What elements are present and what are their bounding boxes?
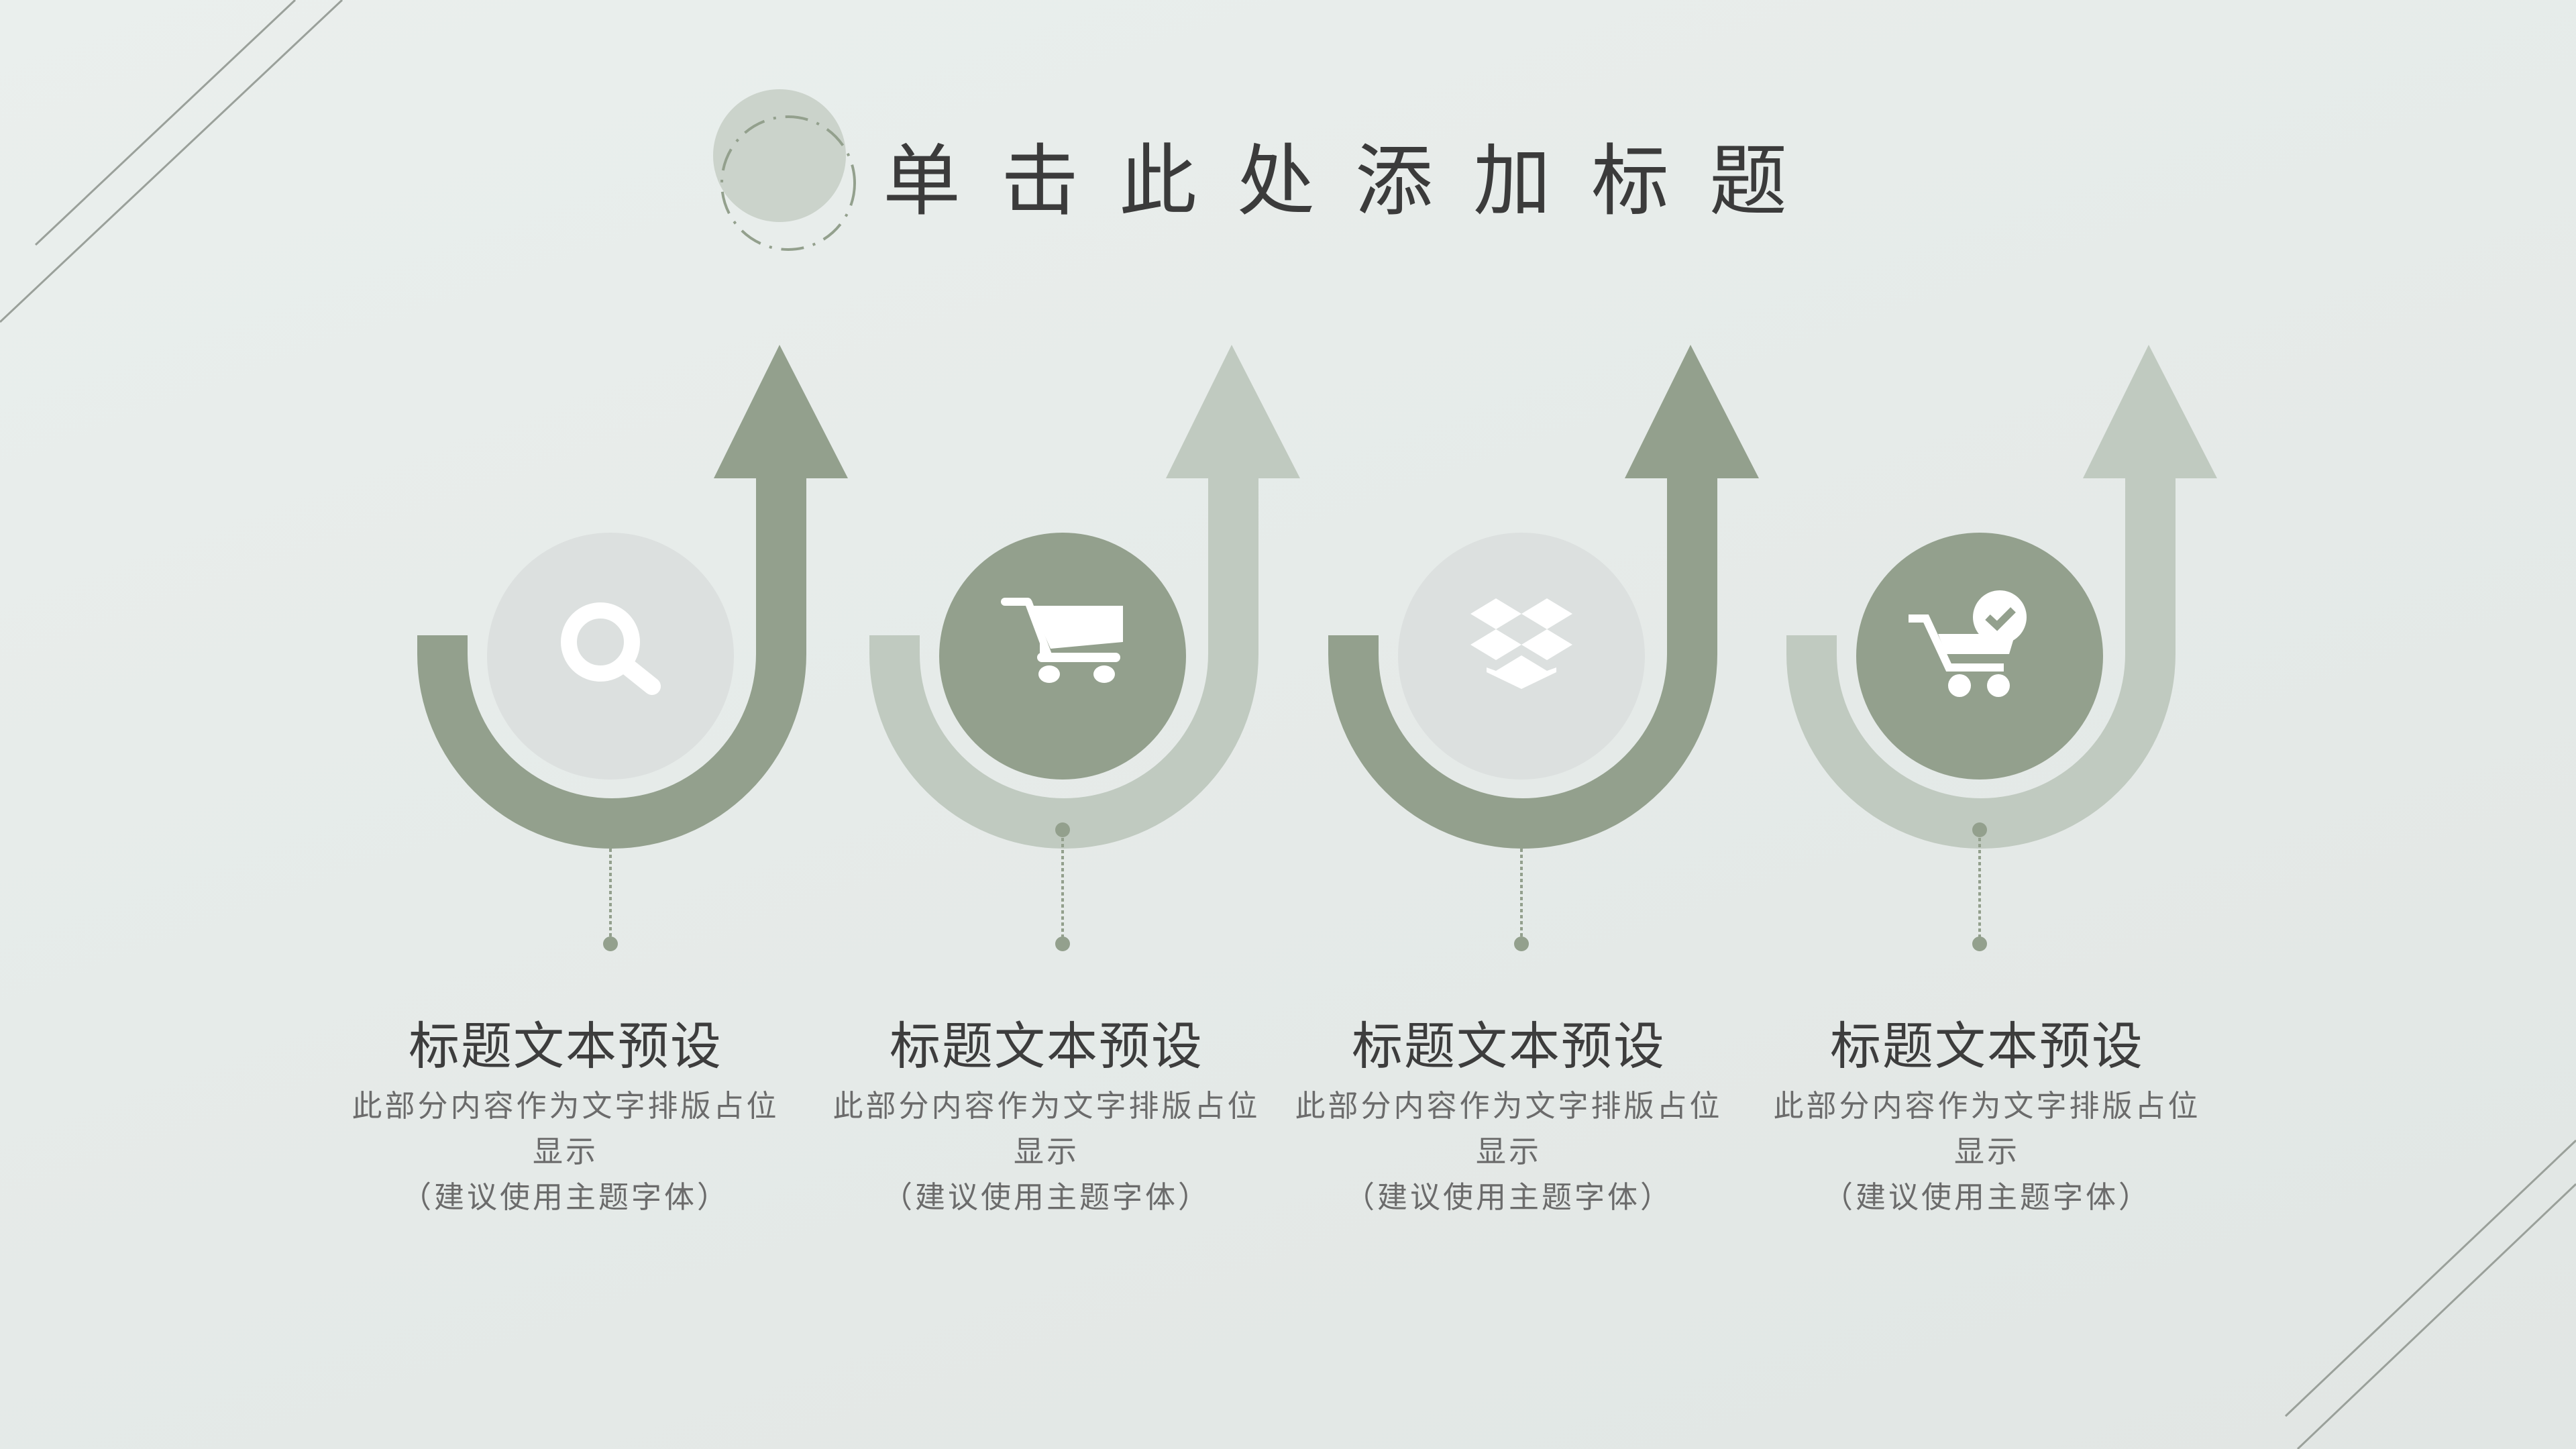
step-3-graphic: [1328, 345, 1759, 951]
step-body[interactable]: 此部分内容作为文字排版占位显示: [833, 1088, 1260, 1169]
connector-dot: [1972, 936, 1987, 951]
search-icon: [561, 602, 661, 695]
dropbox-icon: [1470, 598, 1572, 689]
step-1-text: 标题文本预设 此部分内容作为文字排版占位显示 （建议使用主题字体）: [351, 1010, 780, 1220]
corner-line: [2284, 1139, 2576, 1417]
icon-circle: [1856, 533, 2103, 780]
step-4-text: 标题文本预设 此部分内容作为文字排版占位显示 （建议使用主题字体）: [1772, 1010, 2202, 1220]
connector-dot: [1514, 936, 1529, 951]
step-3-text: 标题文本预设 此部分内容作为文字排版占位显示 （建议使用主题字体）: [1294, 1010, 1723, 1220]
step-heading[interactable]: 标题文本预设: [890, 1016, 1203, 1076]
step-note[interactable]: （建议使用主题字体）: [400, 1179, 730, 1215]
step-body[interactable]: 此部分内容作为文字排版占位显示: [1773, 1088, 2201, 1169]
step-note[interactable]: （建议使用主题字体）: [1344, 1179, 1673, 1215]
corner-line: [0, 0, 343, 323]
connector-dot: [1055, 822, 1070, 837]
step-note[interactable]: （建议使用主题字体）: [881, 1179, 1211, 1215]
corner-line: [34, 0, 297, 246]
title-circle-dashed: [720, 115, 856, 251]
title-circle-filled: [713, 89, 846, 222]
icon-circle: [487, 533, 734, 780]
step-1-graphic: [417, 345, 848, 951]
step-body[interactable]: 此部分内容作为文字排版占位显示: [352, 1088, 780, 1169]
step-body[interactable]: 此部分内容作为文字排版占位显示: [1295, 1088, 1723, 1169]
corner-line: [2296, 1183, 2576, 1449]
shopping-cart-icon: [1001, 598, 1123, 683]
step-2-graphic: [869, 345, 1300, 951]
step-4-graphic: [1786, 345, 2217, 951]
step-heading[interactable]: 标题文本预设: [409, 1016, 722, 1076]
step-note[interactable]: （建议使用主题字体）: [1822, 1179, 2151, 1215]
step-2-text: 标题文本预设 此部分内容作为文字排版占位显示 （建议使用主题字体）: [832, 1010, 1261, 1220]
connector-dot: [1972, 822, 1987, 837]
cart-checkmark-icon: [1909, 590, 2027, 697]
step-heading[interactable]: 标题文本预设: [1830, 1016, 2144, 1076]
step-heading[interactable]: 标题文本预设: [1352, 1016, 1666, 1076]
connector-dot: [1055, 936, 1070, 951]
page-title[interactable]: 单击此处添加标题: [883, 136, 1827, 227]
connector-dot: [603, 936, 618, 951]
